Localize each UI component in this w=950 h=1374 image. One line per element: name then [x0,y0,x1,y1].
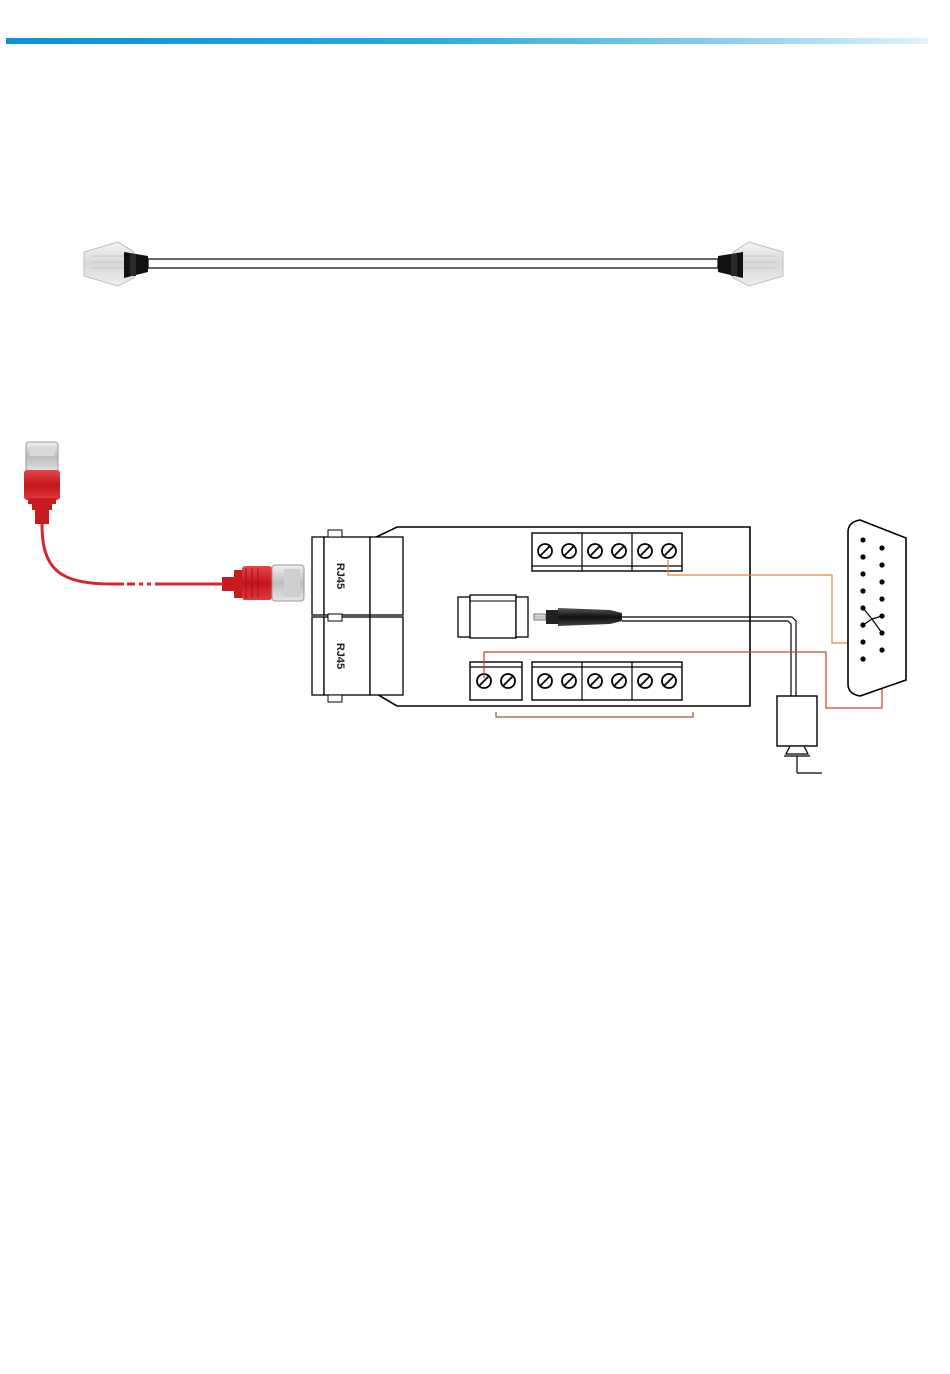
adapter-board: RJ45 RJ45 [312,527,882,773]
terminal-bracket [496,712,693,717]
power-adapter-icon [777,696,822,773]
port-top-label: RJ45 [334,563,346,589]
power-socket [458,595,528,638]
patch-cable-wire [148,259,718,268]
terminal-block-bottom-right [532,662,682,700]
rj45-port-bottom: RJ45 [312,614,403,702]
terminal-block-top [532,533,682,571]
red-rj45-plug-top-icon [24,442,60,524]
db15-connector-icon [848,520,906,696]
rj45-port-top: RJ45 [312,530,403,615]
rj45-plug-left-icon [84,242,148,286]
red-rj45-plug-side-icon [222,565,304,601]
port-bottom-label: RJ45 [334,643,346,669]
terminal-block-bottom-left [470,662,522,700]
patch-cable [84,242,783,286]
rj45-plug-right-icon [718,242,783,286]
red-network-cable [24,442,304,601]
